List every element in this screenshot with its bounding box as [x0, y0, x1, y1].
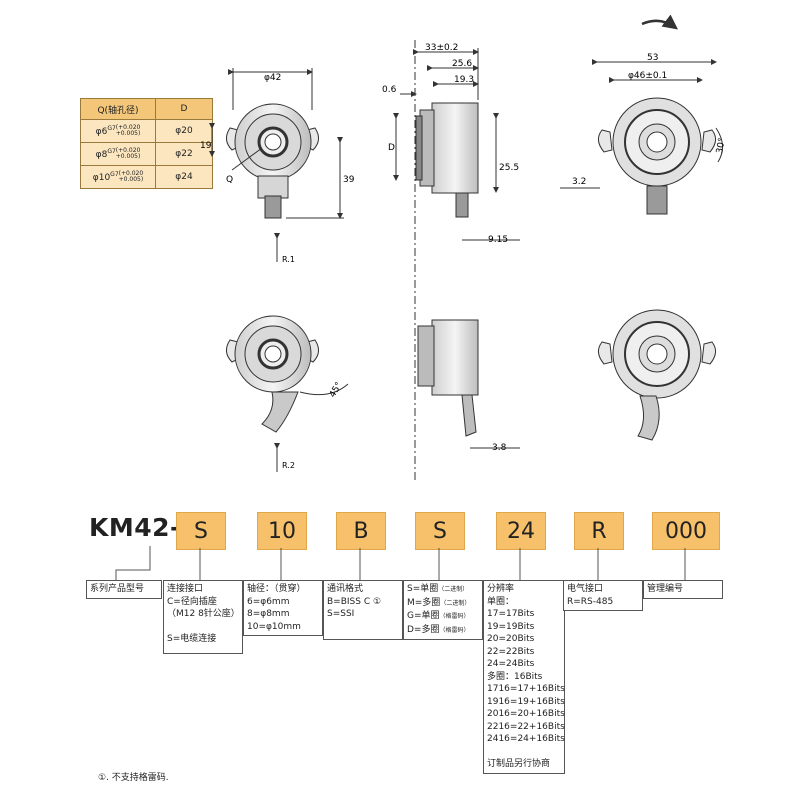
label-r2: R.2: [282, 461, 295, 470]
dim-rear-46: φ46±0.1: [628, 71, 667, 81]
table-header-q: Q(轴孔径): [80, 98, 156, 120]
code-segment-shaft: 10: [257, 512, 307, 550]
dim-side-25-5: 25.5: [499, 163, 519, 173]
cell-q: φ10: [92, 172, 111, 183]
shaft-dimension-table: Q(轴孔径) D φ6G7(+0.020+0.005) φ20 φ8G7(+0.…: [80, 98, 213, 189]
cell-q: φ6: [95, 126, 108, 137]
table-row: φ10G7(+0.020+0.005) φ24: [80, 165, 213, 189]
rear-view-2: [598, 309, 716, 441]
table-row: φ8G7(+0.020+0.005) φ22: [80, 142, 213, 166]
code-segment-interface: R: [574, 512, 624, 550]
dim-side-19-3: 19.3: [454, 75, 474, 85]
dim-side-25-6: 25.6: [452, 59, 472, 69]
cell-q: φ8: [95, 149, 108, 160]
code-segment-protocol: B: [336, 512, 386, 550]
desc-resolution: 分辨率 单圈： 17=17Bits 19=19Bits 20=20Bits 22…: [483, 580, 565, 774]
dim-side-3-8: 3.8: [492, 443, 507, 453]
dim-front-19: 19: [200, 141, 212, 151]
dim-front-diameter: φ42: [264, 73, 281, 83]
dim-front-q: Q: [226, 175, 233, 185]
desc-interface: 电气接口 R=RS-485: [563, 580, 643, 611]
rear-view: [560, 14, 723, 215]
dim-rear-3-2: 3.2: [572, 177, 586, 187]
dim-side-0-6: 0.6: [382, 85, 397, 95]
label-r1: R.1: [282, 255, 295, 264]
dim-side-9-15: 9.15: [488, 235, 508, 245]
side-view: [393, 40, 520, 480]
footnote: ①. 不支持格雷码.: [98, 773, 169, 783]
desc-series: 系列产品型号: [86, 580, 162, 599]
desc-protocol: 通讯格式 B=BISS C ① S=SSI: [323, 580, 403, 640]
dim-side-33: 33±0.2: [425, 43, 458, 53]
encoder-drawing: φ42 19 39 Q R.1 33±0.2 25.6 19.3 0.6 D 2…: [200, 14, 728, 480]
desc-management: 管理编号: [643, 580, 723, 599]
desc-turn-type: S=单圈（二进制） M=多圈（二进制） G=单圈（格雷码） D=多圈（格雷码）: [403, 580, 483, 640]
cell-d: φ20: [155, 119, 213, 143]
cell-d: φ24: [155, 165, 213, 189]
desc-shaft: 轴径：（贯穿） 6=φ6mm 8=φ8mm 10=φ10mm: [243, 580, 323, 636]
dim-side-d: D: [388, 143, 395, 153]
code-segment-turn: S: [415, 512, 465, 550]
desc-connection: 连接接口 C=径向插座 （M12 8针公座） S=电缆连接: [163, 580, 243, 654]
dim-front-39: 39: [343, 175, 355, 185]
code-segment-management: 000: [652, 512, 720, 550]
code-connectors: [115, 546, 686, 580]
dim-rear-53: 53: [647, 53, 658, 63]
code-prefix: KM42-: [89, 513, 181, 542]
code-segment-resolution: 24: [496, 512, 546, 550]
code-segment-connection: S: [176, 512, 226, 550]
cell-d: φ22: [155, 142, 213, 166]
front-view-r2: [226, 315, 349, 472]
dim-rear-30: 30°: [715, 137, 728, 154]
table-header-d: D: [155, 98, 213, 120]
front-view-r1: [209, 68, 344, 262]
